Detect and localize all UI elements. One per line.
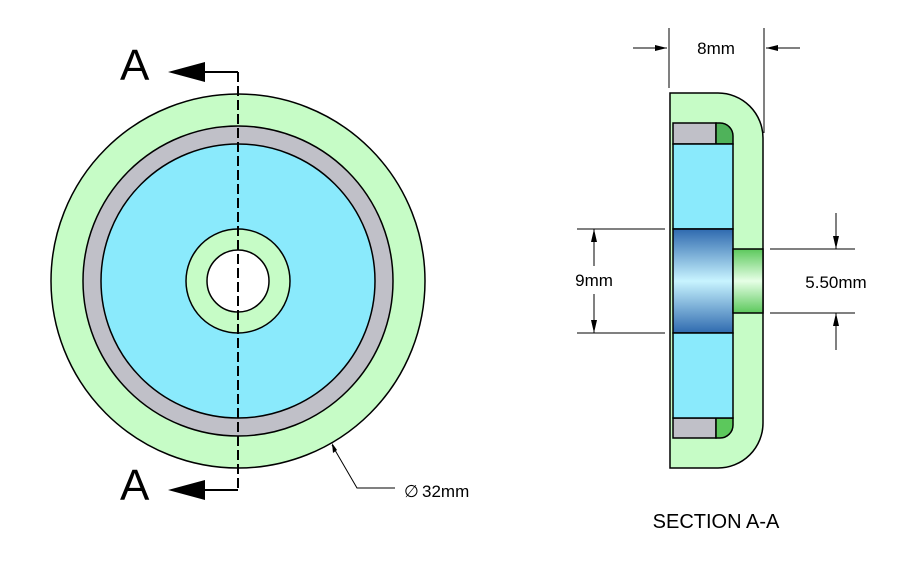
diameter-symbol: ∅ bbox=[404, 482, 419, 501]
bore-dimension: 9mm bbox=[575, 271, 613, 290]
diameter-label: 32mm bbox=[422, 482, 469, 501]
ring-bottom bbox=[672, 417, 717, 439]
width-dimension: 8mm bbox=[697, 39, 735, 58]
section-label-top: A bbox=[120, 41, 150, 90]
section-view: 8mm 9mm 5.50mm SECTION A-A bbox=[575, 28, 867, 533]
stud bbox=[732, 248, 764, 314]
stud-dimension: 5.50mm bbox=[805, 273, 866, 292]
arrow-top-icon bbox=[168, 62, 205, 82]
magnet-top bbox=[672, 143, 734, 230]
magnet-bottom bbox=[672, 332, 734, 419]
ring-top bbox=[672, 122, 717, 145]
section-title: SECTION A-A bbox=[653, 511, 780, 533]
corner-top bbox=[715, 122, 734, 145]
arrow-bottom-icon bbox=[168, 480, 205, 500]
front-view: A A ∅ 32mm bbox=[50, 41, 469, 510]
corner-bottom bbox=[715, 417, 734, 439]
section-label-bottom: A bbox=[120, 461, 150, 510]
diameter-leader bbox=[331, 444, 395, 489]
magnet-bore bbox=[672, 228, 734, 334]
